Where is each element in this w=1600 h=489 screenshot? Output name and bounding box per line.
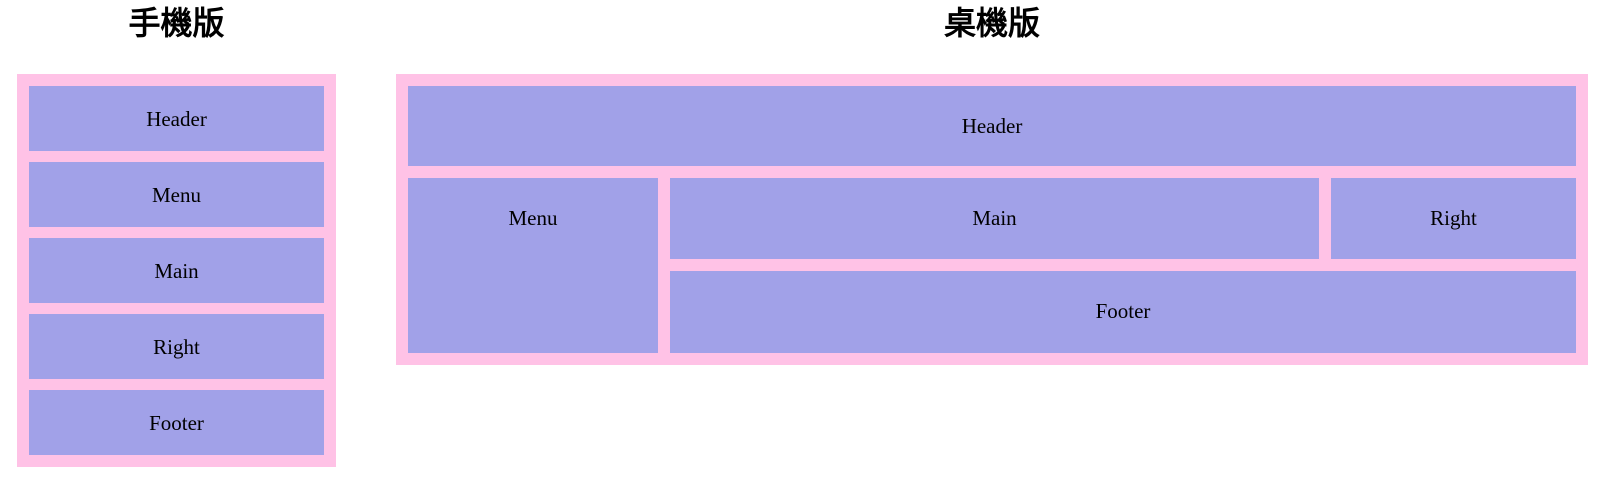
mobile-header-box: Header	[29, 86, 324, 151]
mobile-main-box: Main	[29, 238, 324, 303]
mobile-footer-box: Footer	[29, 390, 324, 455]
desktop-footer-box: Footer	[670, 271, 1576, 353]
mobile-version-title: 手機版	[128, 5, 225, 41]
desktop-right-box: Right	[1331, 178, 1576, 259]
desktop-version-title: 桌機版	[943, 5, 1040, 41]
desktop-main-box: Main	[670, 178, 1319, 259]
mobile-right-box: Right	[29, 314, 324, 379]
desktop-menu-box: Menu	[408, 178, 658, 353]
mobile-layout-container: Header Menu Main Right Footer	[17, 74, 336, 467]
desktop-header-box: Header	[408, 86, 1576, 166]
desktop-version-panel: 桌機版 Header Menu Main Right Footer	[396, 6, 1588, 365]
desktop-layout-container: Header Menu Main Right Footer	[396, 74, 1588, 365]
mobile-menu-box: Menu	[29, 162, 324, 227]
mobile-version-panel: 手機版 Header Menu Main Right Footer	[17, 6, 336, 467]
